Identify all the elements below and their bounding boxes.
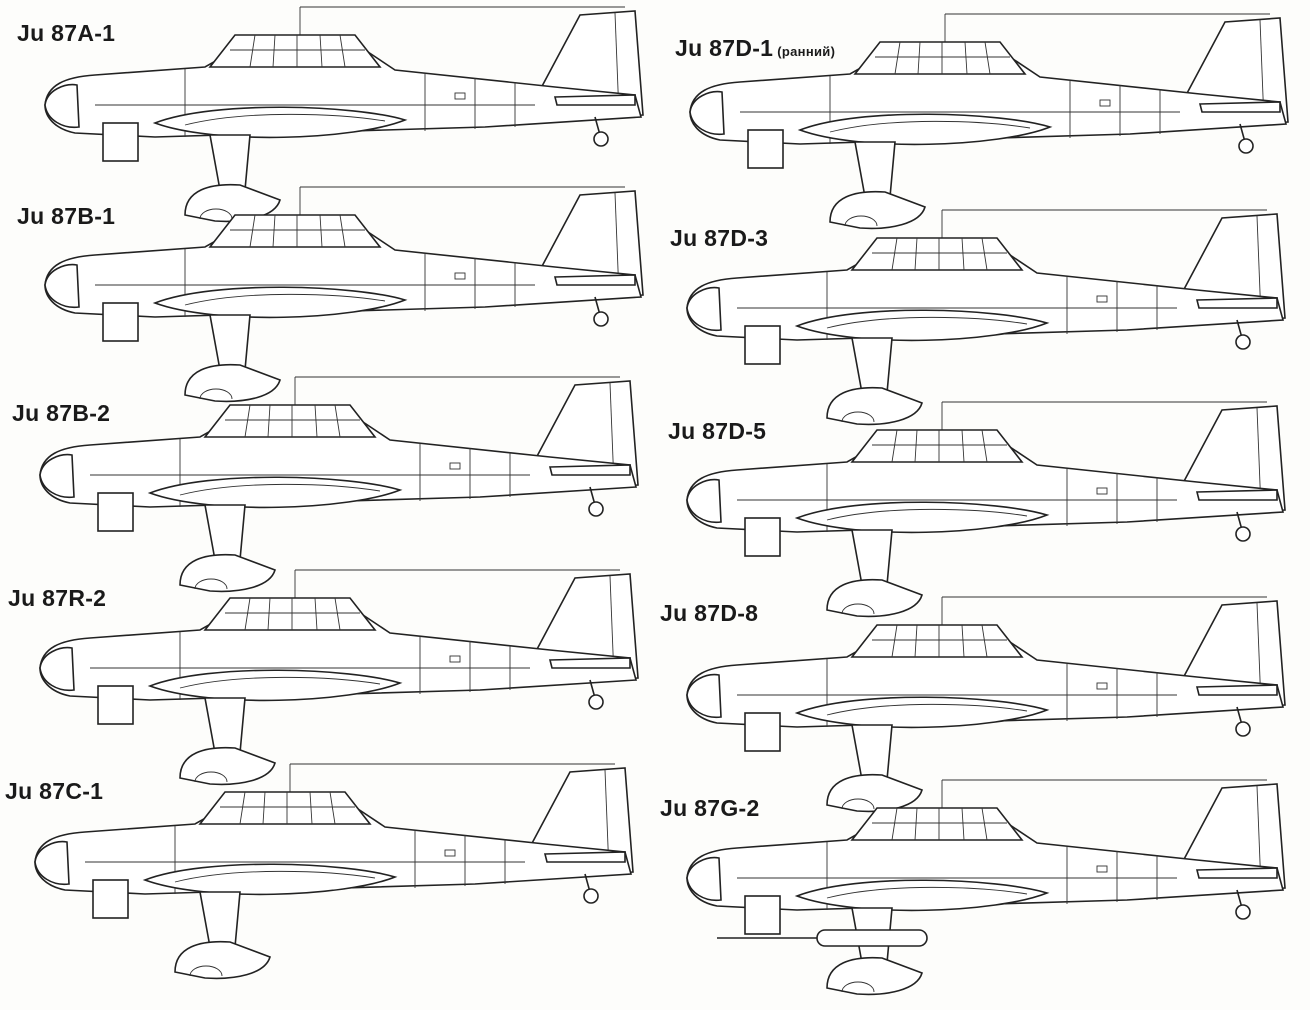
- aircraft-profile-ju87d5: [686, 401, 1286, 618]
- variant-label: Ju 87D-8: [660, 600, 759, 626]
- variant-label: Ju 87D-5: [668, 418, 767, 444]
- aircraft-profile-ju87d1: [689, 13, 1289, 230]
- variant-label: Ju 87R-2: [8, 585, 107, 611]
- underwing-cannon: [717, 929, 928, 947]
- variant-label: Ju 87G-2: [660, 795, 760, 821]
- aircraft-profile-ju87c1: [34, 763, 634, 980]
- aircraft-profile-ju87r2: [39, 569, 639, 786]
- variant-label-text: Ju 87D-1: [675, 35, 774, 61]
- variant-label: Ju 87C-1: [5, 778, 104, 804]
- variant-label: Ju 87D-1(ранний): [675, 35, 835, 62]
- variant-label: Ju 87B-2: [12, 400, 111, 426]
- aircraft-profile-ju87b2: [39, 376, 639, 593]
- aircraft-profile-ju87g2: [686, 779, 1286, 996]
- variant-label: Ju 87D-3: [670, 225, 769, 251]
- variant-label: Ju 87A-1: [17, 20, 116, 46]
- variant-label: Ju 87B-1: [17, 203, 116, 229]
- variant-note: (ранний): [777, 44, 836, 59]
